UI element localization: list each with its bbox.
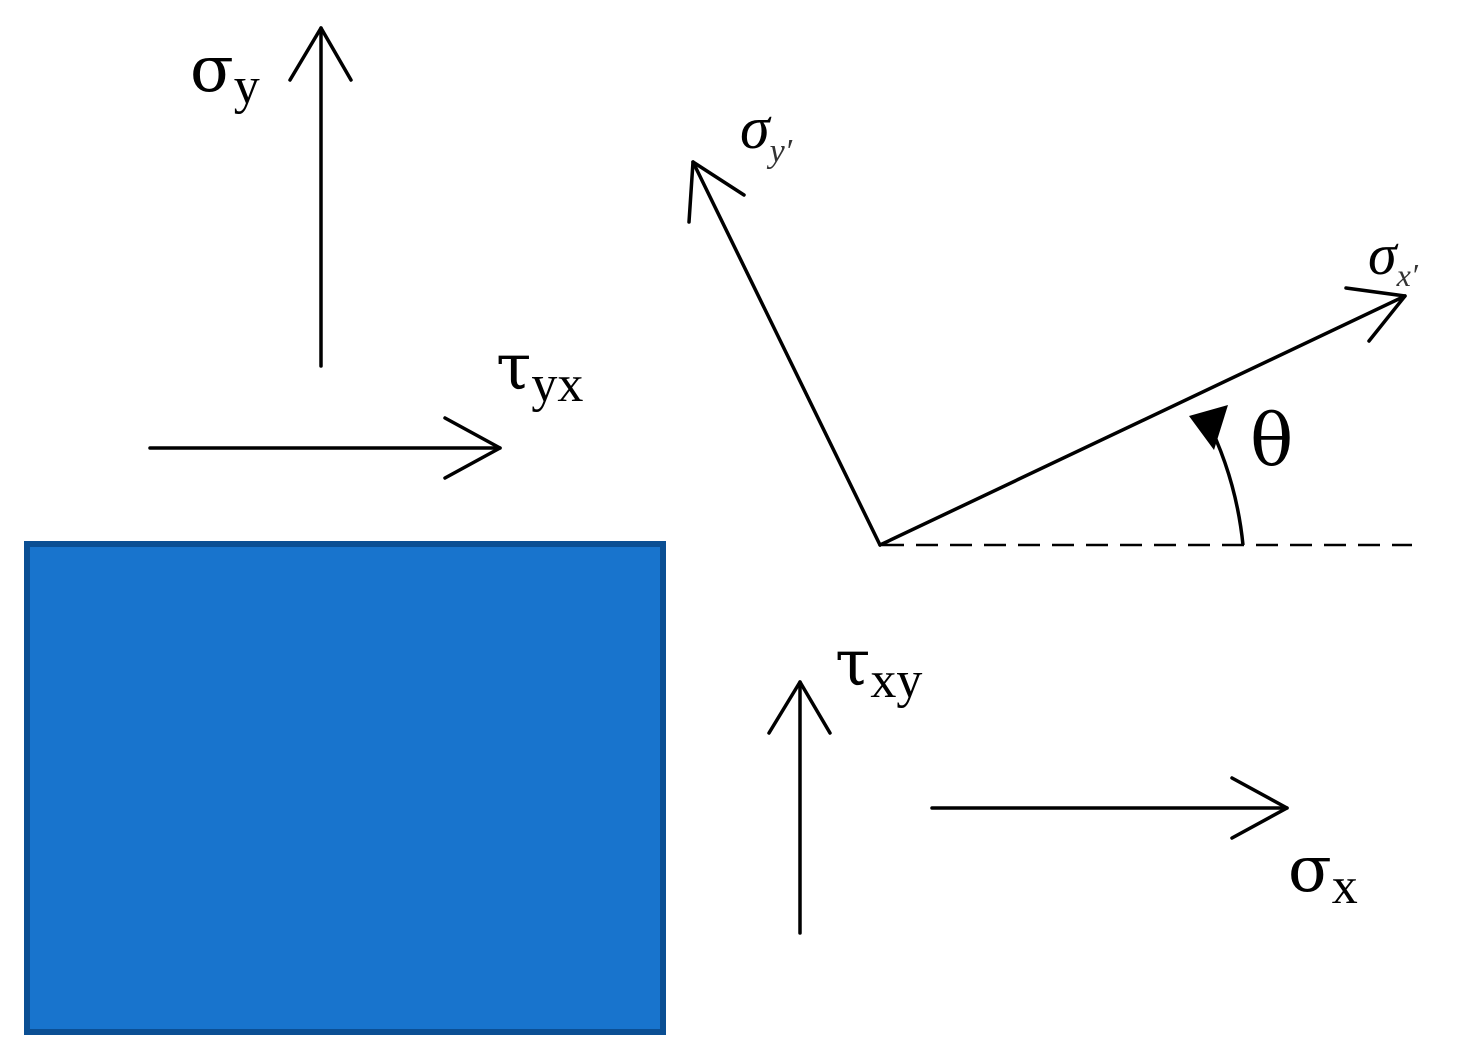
sigma-y-prime-subscript: y′ bbox=[769, 133, 793, 170]
tau-yx-arrow bbox=[148, 416, 502, 480]
sigma-x-symbol: σ bbox=[1288, 833, 1332, 907]
rotated-y-axis-arrow bbox=[687, 160, 882, 547]
sigma-y-arrow bbox=[288, 26, 353, 368]
tau-yx-symbol: τ bbox=[496, 331, 532, 405]
sigma-x-prime-symbol: σ bbox=[1368, 222, 1397, 287]
sigma-y-prime-symbol: σ bbox=[740, 95, 770, 161]
theta-label: θ bbox=[1250, 404, 1293, 477]
sigma-x-arrow bbox=[930, 776, 1289, 840]
sigma-y-label: σy bbox=[190, 38, 260, 113]
tau-yx-subscript: yx bbox=[531, 356, 584, 413]
sigma-x-prime-subscript: x′ bbox=[1396, 257, 1418, 293]
sigma-y-subscript: y bbox=[233, 58, 260, 115]
rotated-x-axis-arrow bbox=[878, 286, 1407, 547]
sigma-x-prime-label: σx′ bbox=[1368, 226, 1418, 292]
theta-arc-arrowhead bbox=[1189, 405, 1228, 450]
tau-xy-symbol: τ bbox=[835, 627, 871, 701]
sigma-x-subscript: x bbox=[1331, 858, 1358, 915]
tau-xy-subscript: xy bbox=[870, 652, 923, 709]
tau-yx-label: τyx bbox=[496, 336, 583, 411]
theta-symbol: θ bbox=[1250, 398, 1294, 482]
sigma-y-prime-label: σy′ bbox=[740, 95, 792, 169]
stress-element-block bbox=[24, 541, 666, 1035]
sigma-x-label: σx bbox=[1288, 838, 1358, 913]
tau-xy-arrow bbox=[767, 680, 832, 935]
tau-xy-label: τxy bbox=[835, 632, 922, 707]
sigma-y-symbol: σ bbox=[190, 33, 234, 107]
